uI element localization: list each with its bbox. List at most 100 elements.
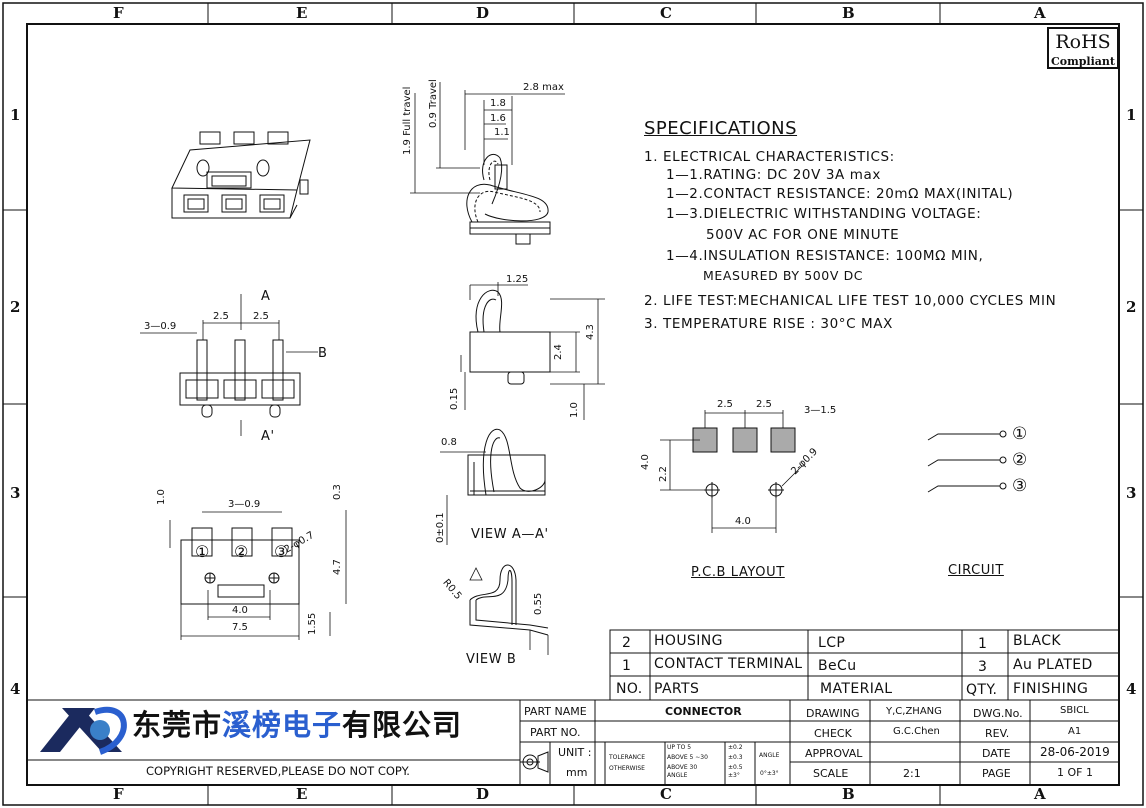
rev-value: A1 <box>1068 726 1082 737</box>
bom-row-1-qty: 1 <box>978 636 988 652</box>
part-no-label: PART NO. <box>530 726 581 739</box>
bom-header-finishing: FINISHING <box>1013 681 1089 697</box>
zone-col-f: F <box>113 4 124 22</box>
tol-angle-word: ANGLE <box>667 772 688 779</box>
otherwise-label: OTHERWISE <box>609 765 645 772</box>
circuit-pin-2: ② <box>1012 450 1028 470</box>
dim-2-4: 2.4 <box>553 344 564 360</box>
spec-line-1-4b: MEASURED BY 500V DC <box>703 268 864 283</box>
dim-3-0-9-bottom: 3—0.9 <box>228 499 261 510</box>
bom-row-2-qty: 3 <box>978 659 988 675</box>
drawing-label: DRAWING <box>806 707 860 720</box>
bom-header-no: NO. <box>616 681 643 697</box>
check-value: G.C.Chen <box>893 726 940 737</box>
spec-line-1-3: 1—3.DIELECTRIC WITHSTANDING VOLTAGE: <box>666 206 982 222</box>
company-name-brand: 溪榜电子 <box>222 708 343 742</box>
dim-pcb-2-5-right: 2.5 <box>756 399 772 410</box>
date-value: 28-06-2019 <box>1040 745 1110 759</box>
front-view <box>140 294 318 436</box>
dim-pcb-2-5-left: 2.5 <box>717 399 733 410</box>
view-b-detail <box>469 564 549 655</box>
zone-row-3-right: 3 <box>1126 484 1137 502</box>
unit-value: mm <box>566 766 588 779</box>
circuit-pin-1: ① <box>1012 424 1028 444</box>
dim-0-3: 0.3 <box>332 484 343 500</box>
pcb-layout <box>660 410 803 533</box>
dim-pcb-4-0-vert: 4.0 <box>640 454 651 470</box>
tol-range-1: UP TO 5 <box>667 744 692 751</box>
check-label: CHECK <box>814 727 852 740</box>
projection-symbol-icon <box>520 751 549 773</box>
dim-3-0-9-front: 3—0.9 <box>144 321 177 332</box>
scale-label: SCALE <box>813 767 849 780</box>
dim-1-25: 1.25 <box>506 274 529 285</box>
section-marker-a-prime: A' <box>261 429 275 444</box>
view-marker-b: B <box>318 346 328 361</box>
dim-2-8-max: 2.8 max <box>523 82 564 93</box>
zone-col-d: D <box>476 4 490 22</box>
dim-1-6: 1.6 <box>490 113 506 124</box>
company-logo-icon <box>40 706 127 755</box>
zone-row-4: 4 <box>10 680 21 698</box>
dim-0-pm-0-1: 0±0.1 <box>435 512 446 543</box>
bom-row-1-no: 2 <box>622 635 632 651</box>
zone-row-4-right: 4 <box>1126 680 1137 698</box>
rev-label: REV. <box>985 727 1010 740</box>
dim-travel: 0.9 Travel <box>428 79 439 128</box>
dim-0-8: 0.8 <box>441 437 457 448</box>
pin-label-1: ① <box>195 542 210 561</box>
zone-col-c: C <box>660 4 672 22</box>
dim-0-15: 0.15 <box>449 387 460 410</box>
zone-col-b-bottom: B <box>842 785 855 803</box>
zone-row-2-right: 2 <box>1126 298 1137 316</box>
zone-col-a: A <box>1034 4 1046 22</box>
dim-1-1: 1.1 <box>494 127 510 138</box>
zone-col-d-bottom: D <box>476 785 490 803</box>
section-marker-a: A <box>261 289 271 304</box>
unit-label: UNIT : <box>558 746 592 759</box>
spec-line-1-3b: 500V AC FOR ONE MINUTE <box>706 227 900 243</box>
tol-value-angle: ±3° <box>728 772 740 779</box>
title-block-grid <box>27 699 1119 785</box>
bom-row-1-finishing: BLACK <box>1013 633 1062 649</box>
zone-row-1-right: 1 <box>1126 106 1137 124</box>
tol-value-2: ±0.3 <box>728 754 743 761</box>
part-name-label: PART NAME <box>524 705 587 718</box>
bottom-view <box>169 510 347 640</box>
spec-title: SPECIFICATIONS <box>644 118 798 139</box>
bom-header-parts: PARTS <box>654 681 700 697</box>
date-label: DATE <box>982 747 1011 760</box>
approval-label: APPROVAL <box>805 747 863 760</box>
zone-col-a-bottom: A <box>1034 785 1046 803</box>
dim-0-55: 0.55 <box>533 592 544 615</box>
tol-value-3: ±0.5 <box>728 764 743 771</box>
circuit-diagram <box>927 430 1007 493</box>
zone-col-f-bottom: F <box>113 785 124 803</box>
dim-4-7: 4.7 <box>332 559 343 575</box>
bom-row-2-no: 1 <box>622 658 632 674</box>
tol-range-3: ABOVE 30 <box>667 764 698 771</box>
zone-col-e-bottom: E <box>296 785 308 803</box>
zone-col-b: B <box>842 4 855 22</box>
section-view <box>440 428 546 545</box>
circuit-pin-3: ③ <box>1012 476 1028 496</box>
dim-1-0: 1.0 <box>569 402 580 418</box>
part-name-value: CONNECTOR <box>665 705 742 718</box>
bom-row-2-material: BeCu <box>818 658 857 674</box>
label-circuit: CIRCUIT <box>948 563 1004 578</box>
pin-label-2: ② <box>234 542 249 561</box>
page-label: PAGE <box>982 767 1011 780</box>
dim-2-5-left: 2.5 <box>213 311 229 322</box>
rohs-compliant: Compliant <box>1051 55 1115 68</box>
company-name-suffix: 有限公司 <box>342 708 463 742</box>
company-name-city: 东莞市 <box>132 708 223 742</box>
dim-full-travel: 1.9 Full travel <box>402 86 413 155</box>
spec-line-2: 2. LIFE TEST:MECHANICAL LIFE TEST 10,000… <box>644 293 1057 309</box>
dim-1-0-bottom: 1.0 <box>156 489 167 505</box>
tol-value-1: ±0.2 <box>728 744 743 751</box>
spec-line-1-1: 1—1.RATING: DC 20V 3A max <box>666 167 881 183</box>
label-view-b: VIEW B <box>466 652 517 667</box>
dim-1-8: 1.8 <box>490 98 506 109</box>
tolerance-label: TOLERANCE <box>609 754 646 761</box>
